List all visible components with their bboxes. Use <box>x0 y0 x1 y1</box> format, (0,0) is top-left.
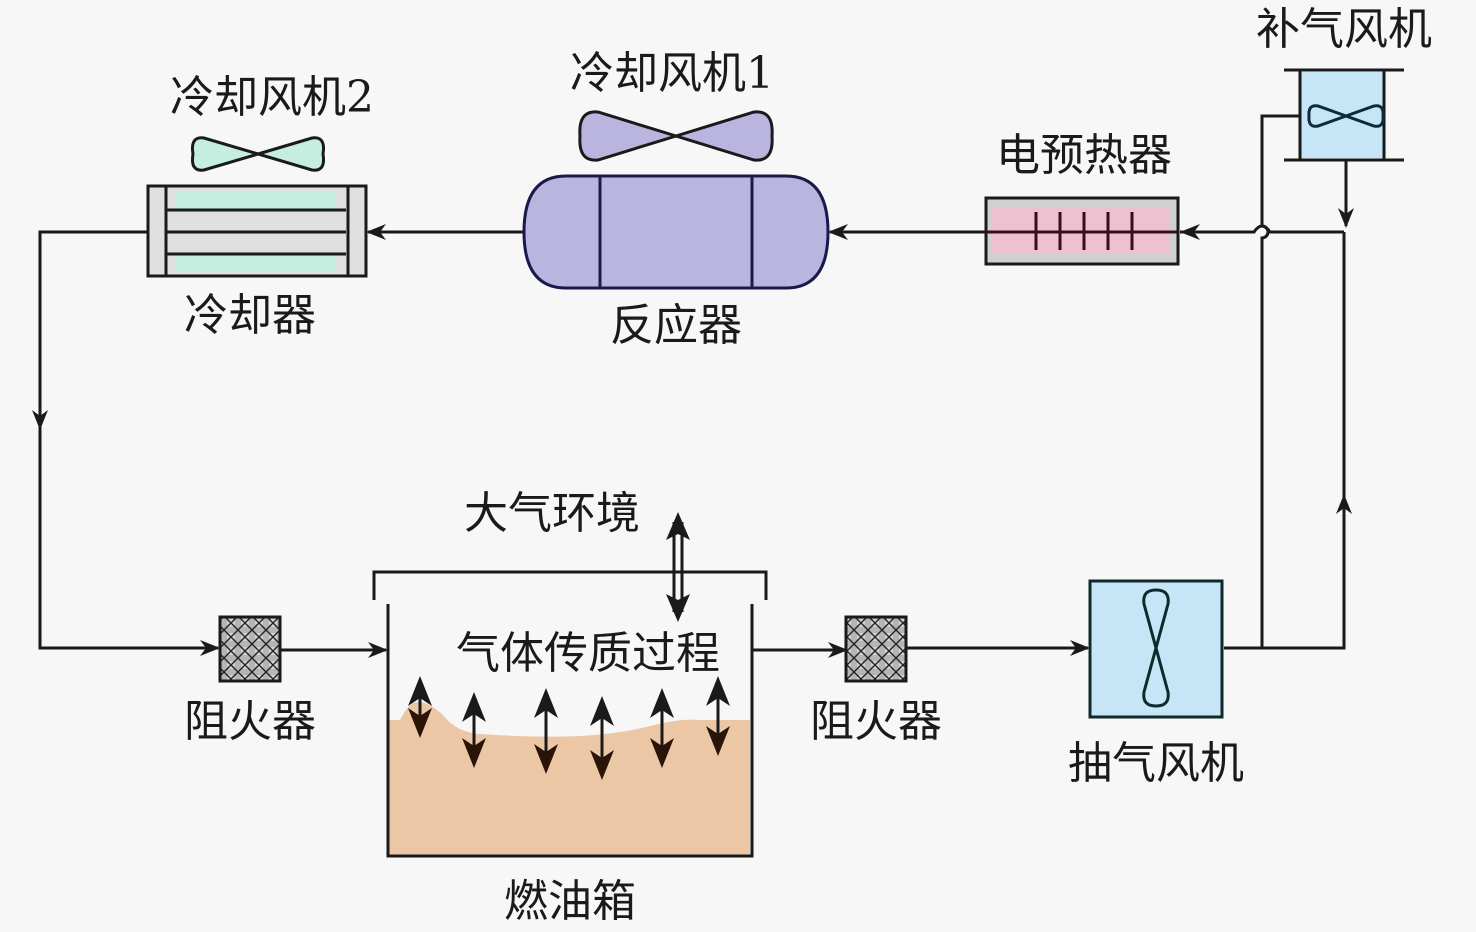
pipe-to-preheater <box>1180 224 1344 234</box>
flame-arrester-outlet[interactable]: 阻火器 <box>810 615 942 747</box>
fan-blade-icon <box>191 136 325 172</box>
mesh-icon <box>844 615 908 683</box>
double-arrow-icon <box>706 676 730 756</box>
flame-arrester-outlet-label: 阻火器 <box>810 696 942 747</box>
cooler-label: 冷却器 <box>184 290 316 341</box>
flame-arrester-inlet[interactable]: 阻火器 <box>184 615 316 747</box>
fan-blade-icon <box>578 110 774 162</box>
double-arrow-icon <box>650 688 674 768</box>
cooling-fan-2[interactable]: 冷却风机2 <box>170 72 374 172</box>
exhaust-fan-label: 抽气风机 <box>1068 738 1244 789</box>
electric-preheater-label: 电预热器 <box>996 130 1172 181</box>
double-arrow-icon <box>408 676 432 738</box>
makeup-fan[interactable]: 补气风机 <box>1256 4 1432 162</box>
pipe-network <box>32 114 1354 658</box>
double-arrow-icon <box>462 692 486 768</box>
heating-element-icon <box>1034 212 1134 250</box>
exhaust-fan[interactable]: 抽气风机 <box>1068 579 1244 789</box>
pipe-bypass-line <box>1260 114 1300 648</box>
reactor[interactable]: 反应器 <box>522 174 830 351</box>
atmosphere-label: 大气环境 <box>464 488 640 539</box>
makeup-fan-label: 补气风机 <box>1256 4 1432 55</box>
electric-preheater[interactable]: 电预热器 <box>984 130 1180 266</box>
cooler[interactable]: 冷却器 <box>146 184 368 341</box>
gas-mass-transfer-label: 气体传质过程 <box>456 628 720 679</box>
flame-arrester-inlet-label: 阻火器 <box>184 696 316 747</box>
atmosphere-exchange-arrow <box>666 512 690 622</box>
fuel-tank-label: 燃油箱 <box>504 876 636 927</box>
cooling-fan-1-label: 冷却风机1 <box>570 48 774 99</box>
mesh-icon <box>218 615 282 683</box>
fan-blade-icon <box>1142 588 1170 708</box>
double-arrow-icon <box>590 696 614 780</box>
tank-lid <box>372 570 768 600</box>
double-arrow-icon <box>534 688 558 774</box>
mass-transfer-arrows <box>408 676 730 780</box>
fan-blade-icon <box>1307 104 1385 128</box>
cooling-fan-2-label: 冷却风机2 <box>170 72 374 123</box>
pipe-exhaust-return <box>1224 232 1346 650</box>
cooling-fan-1[interactable]: 冷却风机1 <box>570 48 774 162</box>
fuel-tank[interactable]: 气体传质过程 大气环境 燃油箱 <box>372 488 768 927</box>
fuel-liquid <box>388 701 750 856</box>
reactor-label: 反应器 <box>610 300 742 351</box>
